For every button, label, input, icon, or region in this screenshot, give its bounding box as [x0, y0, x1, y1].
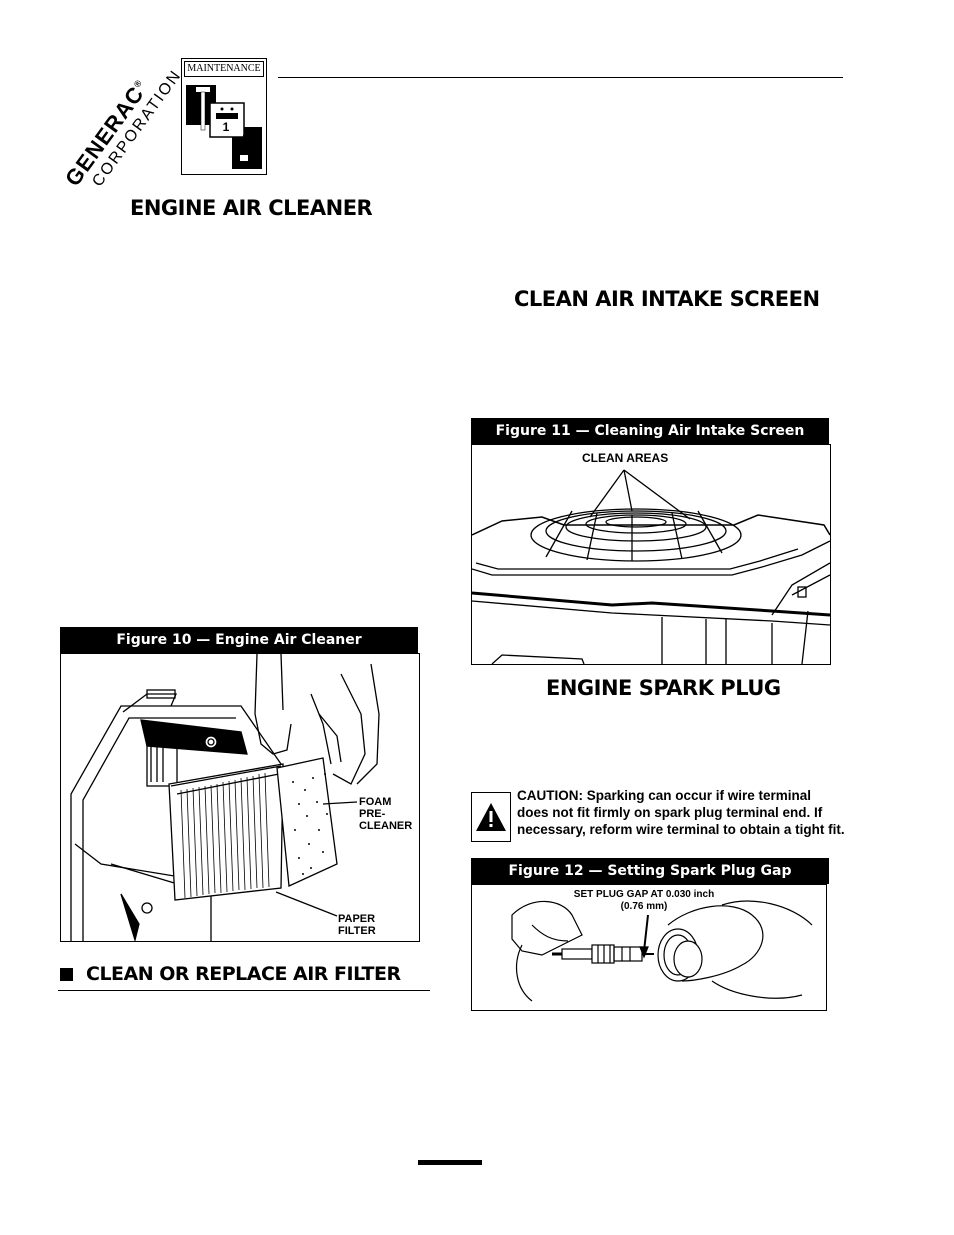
- warning-icon: [476, 803, 506, 831]
- heading-engine-spark-plug: ENGINE SPARK PLUG: [546, 676, 781, 700]
- heading-engine-air-cleaner: ENGINE AIR CLEANER: [130, 196, 373, 220]
- figure12-caption: Figure 12 — Setting Spark Plug Gap: [471, 858, 829, 884]
- maintenance-label: MAINTENANCE: [184, 61, 264, 77]
- figure11-image: CLEAN AREAS: [471, 444, 831, 665]
- spark-plug-gap-drawing: [511, 900, 813, 1002]
- caution-text: CAUTION: Sparking can occur if wire term…: [517, 788, 845, 837]
- paper-filter-label: PAPER FILTER: [338, 913, 376, 937]
- figure12-image: SET PLUG GAP AT 0.030 inch (0.76 mm): [471, 884, 827, 1011]
- header-rule: [278, 77, 843, 78]
- maintenance-icon: 1: [186, 85, 262, 169]
- clean-areas-label: CLEAN AREAS: [582, 451, 669, 465]
- section-bullet: [60, 968, 73, 981]
- figure10-image: FOAM PRE- CLEANER PAPER FILTER: [60, 653, 420, 942]
- section-rule: [58, 990, 430, 991]
- figure11-caption: Figure 11 — Cleaning Air Intake Screen: [471, 418, 829, 444]
- foam-precleaner-label: FOAM PRE- CLEANER: [359, 796, 413, 832]
- generac-logo: GENERAC® CORPORATION: [40, 48, 185, 191]
- caution-icon-box: [471, 792, 511, 842]
- maintenance-badge: MAINTENANCE 1: [181, 58, 267, 175]
- page-number-bar: [418, 1160, 482, 1165]
- figure10-caption: Figure 10 — Engine Air Cleaner: [60, 627, 418, 653]
- air-intake-screen-drawing: [472, 469, 830, 664]
- heading-clean-or-replace-air-filter: CLEAN OR REPLACE AIR FILTER: [86, 963, 401, 985]
- air-cleaner-drawing: [70, 654, 380, 941]
- gap-label: SET PLUG GAP AT 0.030 inch (0.76 mm): [573, 889, 715, 912]
- heading-clean-air-intake-screen: CLEAN AIR INTAKE SCREEN: [514, 287, 820, 311]
- svg-text:1: 1: [223, 120, 230, 134]
